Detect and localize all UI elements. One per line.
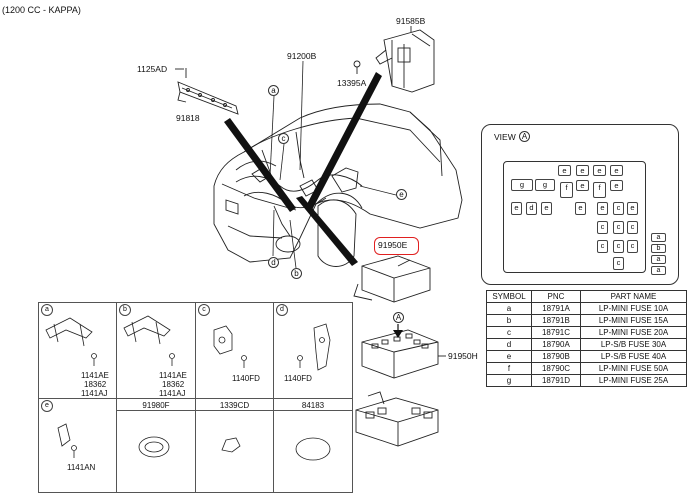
- fuse-slot: e: [627, 202, 638, 215]
- fuse-slot: f: [593, 182, 606, 198]
- part-number: 1141AJ: [81, 389, 108, 398]
- fuse-slot: c: [613, 257, 624, 270]
- screw-13395A-drawing: [353, 60, 361, 74]
- part-number: 1141AN: [67, 463, 96, 472]
- callout-letter-c: c: [278, 133, 289, 144]
- callout-leader-lines: [269, 60, 411, 269]
- part-header: 91980F: [142, 401, 170, 410]
- table-cell: 18791D: [531, 374, 581, 387]
- callout-91950H: 91950H: [448, 351, 478, 361]
- callout-letter-b: b: [291, 268, 302, 279]
- fuse-slot: e: [597, 202, 608, 215]
- table-row: a 18791A LP-MINI FUSE 10A: [486, 302, 687, 315]
- fuse-slot: d: [526, 202, 537, 215]
- fuse-slot: a: [651, 233, 666, 242]
- detail-letter: d: [276, 304, 288, 316]
- fuse-slot: c: [627, 240, 638, 253]
- fuse-slot: e: [575, 202, 586, 215]
- part-number: 1141AE: [81, 371, 109, 380]
- variant-label: (1200 CC - KAPPA): [2, 5, 81, 15]
- highlighted-part-outline: [374, 237, 419, 255]
- fuse-slot: c: [597, 221, 608, 234]
- fuse-slot: c: [627, 221, 638, 234]
- detail-cell-b: b 1141AE 18362 1141AJ: [116, 302, 196, 399]
- table-cell: LP-MINI FUSE 25A: [580, 374, 687, 387]
- part-header: 84183: [301, 401, 325, 410]
- bracket-91818-drawing: [175, 68, 239, 115]
- fuse-box-body-drawing: [361, 329, 446, 379]
- callout-91200B: 91200B: [287, 51, 317, 61]
- view-title-letter: A: [519, 131, 530, 142]
- detail-cell-d: d 1140FD: [273, 302, 353, 399]
- fuse-slot: e: [610, 165, 623, 176]
- fuse-slot: g: [511, 179, 533, 191]
- fuse-slot: a: [651, 255, 666, 264]
- callout-letter-a: a: [268, 85, 279, 96]
- detail-letter: a: [41, 304, 53, 316]
- part-number: 1141AE: [159, 371, 187, 380]
- table-row: g 18791D LP-MINI FUSE 25A: [486, 374, 687, 387]
- detail-letter: b: [119, 304, 131, 316]
- detail-letter: c: [198, 304, 210, 316]
- detail-cell-e: e 1141AN: [38, 398, 117, 493]
- callout-letter-e: e: [396, 189, 407, 200]
- harness-tape-strips: [224, 72, 403, 338]
- fuse-slot: c: [597, 240, 608, 253]
- fuse-slot: b: [651, 244, 666, 253]
- fuse-slot: a: [651, 266, 666, 275]
- junction-box-91585B-drawing: [375, 26, 435, 93]
- detail-letter: e: [41, 400, 53, 412]
- fuse-box-lower-bracket-drawing: [355, 391, 439, 447]
- fuse-slot: c: [613, 240, 624, 253]
- engine-wiring-harness-drawing: [235, 131, 363, 237]
- callout-91818: 91818: [176, 113, 200, 123]
- fuse-slot: e: [576, 180, 589, 191]
- table-row: e 18790B LP-S/B FUSE 40A: [486, 350, 687, 363]
- fuse-slot: c: [613, 202, 624, 215]
- callout-1125AD: 1125AD: [137, 64, 168, 74]
- fuse-slot: e: [558, 165, 571, 176]
- view-a-panel: [481, 124, 679, 285]
- detail-cell-clip: 1339CD: [195, 398, 274, 493]
- callout-letter-d: d: [268, 257, 279, 268]
- fuse-slot: e: [610, 180, 623, 191]
- detail-cell-plug: 84183: [273, 398, 353, 493]
- fuse-slot: g: [535, 179, 555, 191]
- fuse-layout-frame: [503, 161, 646, 273]
- fuse-slot: f: [560, 182, 573, 198]
- detail-cell-grommet: 91980F: [116, 398, 196, 493]
- callout-13395A: 13395A: [337, 78, 367, 88]
- part-header: 1339CD: [219, 401, 250, 410]
- table-header-row: SYMBOL PNC PART NAME: [486, 290, 687, 303]
- callout-91585B: 91585B: [396, 16, 426, 26]
- fuse-box-cover-drawing: [353, 255, 431, 303]
- fuse-slot: e: [511, 202, 522, 215]
- fuse-symbol-table: SYMBOL PNC PART NAME a 18791A LP-MINI FU…: [486, 290, 687, 387]
- part-number: 1141AJ: [159, 389, 186, 398]
- view-arrow-letter: A: [393, 312, 404, 323]
- table-row: b 18791B LP-MINI FUSE 15A: [486, 314, 687, 327]
- fuse-slot: c: [613, 221, 624, 234]
- view-title: VIEW: [494, 132, 516, 142]
- fuse-slot: e: [576, 165, 589, 176]
- detail-header-divider: [116, 410, 353, 411]
- fuse-slot: e: [541, 202, 552, 215]
- part-number: 1140FD: [284, 374, 312, 383]
- callout-91950E: 91950E: [378, 240, 408, 250]
- part-number: 1140FD: [232, 374, 260, 383]
- fuse-slot: e: [593, 165, 606, 176]
- part-number: 18362: [162, 380, 185, 389]
- part-number: 18362: [84, 380, 107, 389]
- arrow-A-head: [393, 330, 403, 338]
